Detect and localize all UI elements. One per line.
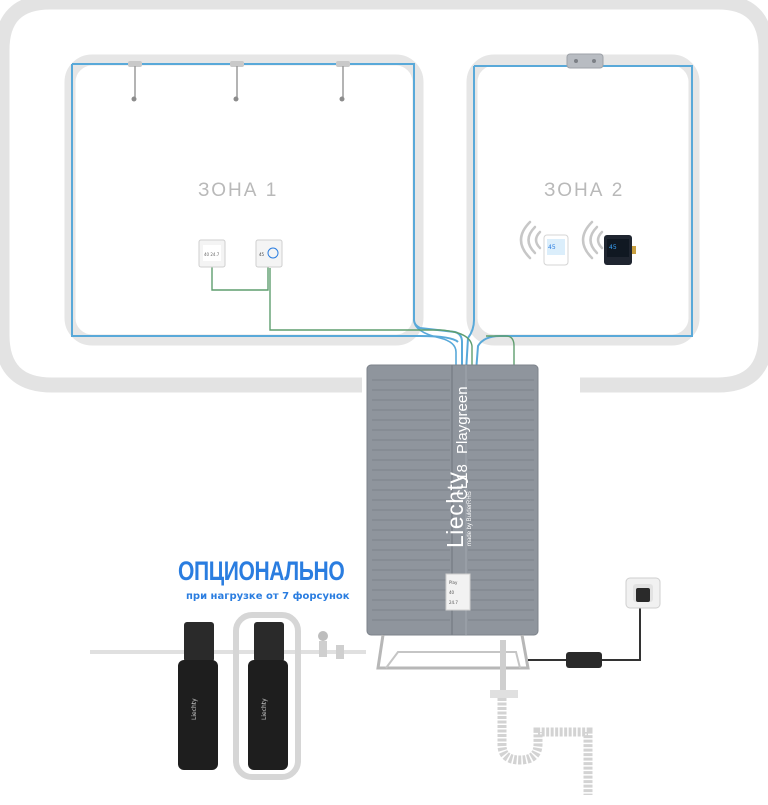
svg-text:45: 45 bbox=[259, 252, 265, 257]
zone-1-water-line-b bbox=[413, 319, 457, 372]
optional-filter-highlight bbox=[233, 612, 301, 780]
svg-text:40: 40 bbox=[449, 590, 455, 595]
svg-text:45: 45 bbox=[548, 244, 556, 251]
nozzle-icon bbox=[230, 61, 244, 102]
humidifier-unit: Play 40 24.7 bbox=[366, 364, 539, 670]
optional-subtitle: при нагрузке от 7 форсунок bbox=[186, 591, 350, 602]
zone-2-water-line bbox=[465, 65, 693, 373]
power-adapter-icon bbox=[528, 600, 641, 668]
nozzle-icon bbox=[336, 61, 350, 102]
wifi-icon bbox=[581, 220, 604, 260]
zone-1-label: ЗОНА 1 bbox=[198, 180, 279, 201]
thermostat-icon: 45 bbox=[543, 234, 569, 266]
svg-text:24.7: 24.7 bbox=[449, 600, 458, 605]
wall-controller-icon: 40 24.7 bbox=[198, 239, 226, 268]
power-socket-icon bbox=[625, 577, 661, 609]
water-filter-icon: Liechty bbox=[248, 622, 288, 770]
valve-icon bbox=[318, 631, 344, 659]
unit-series: Playgreen bbox=[454, 386, 471, 454]
optional-title: ОПЦИОНАЛЬНО bbox=[178, 556, 345, 586]
water-filter-icon: Liechty bbox=[178, 622, 218, 770]
svg-text:Liechty: Liechty bbox=[191, 698, 198, 720]
svg-text:40 24.7: 40 24.7 bbox=[204, 252, 220, 257]
controller-wire bbox=[211, 266, 269, 291]
wifi-icon bbox=[519, 220, 542, 260]
zone-1-water-line bbox=[71, 63, 463, 372]
svg-text:Play: Play bbox=[449, 580, 458, 585]
junction-box-icon bbox=[566, 53, 604, 69]
svg-text:Liechty: Liechty bbox=[261, 698, 268, 720]
svg-text:45: 45 bbox=[609, 244, 617, 251]
unit-model-label: CL18 Playgreen bbox=[454, 386, 471, 500]
wall-controller-icon: 45 bbox=[255, 239, 283, 268]
unit-model: CL18 bbox=[454, 464, 471, 500]
nozzle-icon bbox=[128, 61, 142, 102]
drain-siphon-icon bbox=[490, 640, 593, 795]
zone-2-signal-wire bbox=[486, 335, 515, 372]
thermostat-icon: 45 bbox=[604, 235, 636, 265]
controller-to-unit-wire bbox=[269, 268, 473, 372]
zone-2-label: ЗОНА 2 bbox=[544, 180, 625, 201]
building-outer-frame bbox=[0, 0, 768, 393]
zone-1-room bbox=[64, 54, 424, 346]
